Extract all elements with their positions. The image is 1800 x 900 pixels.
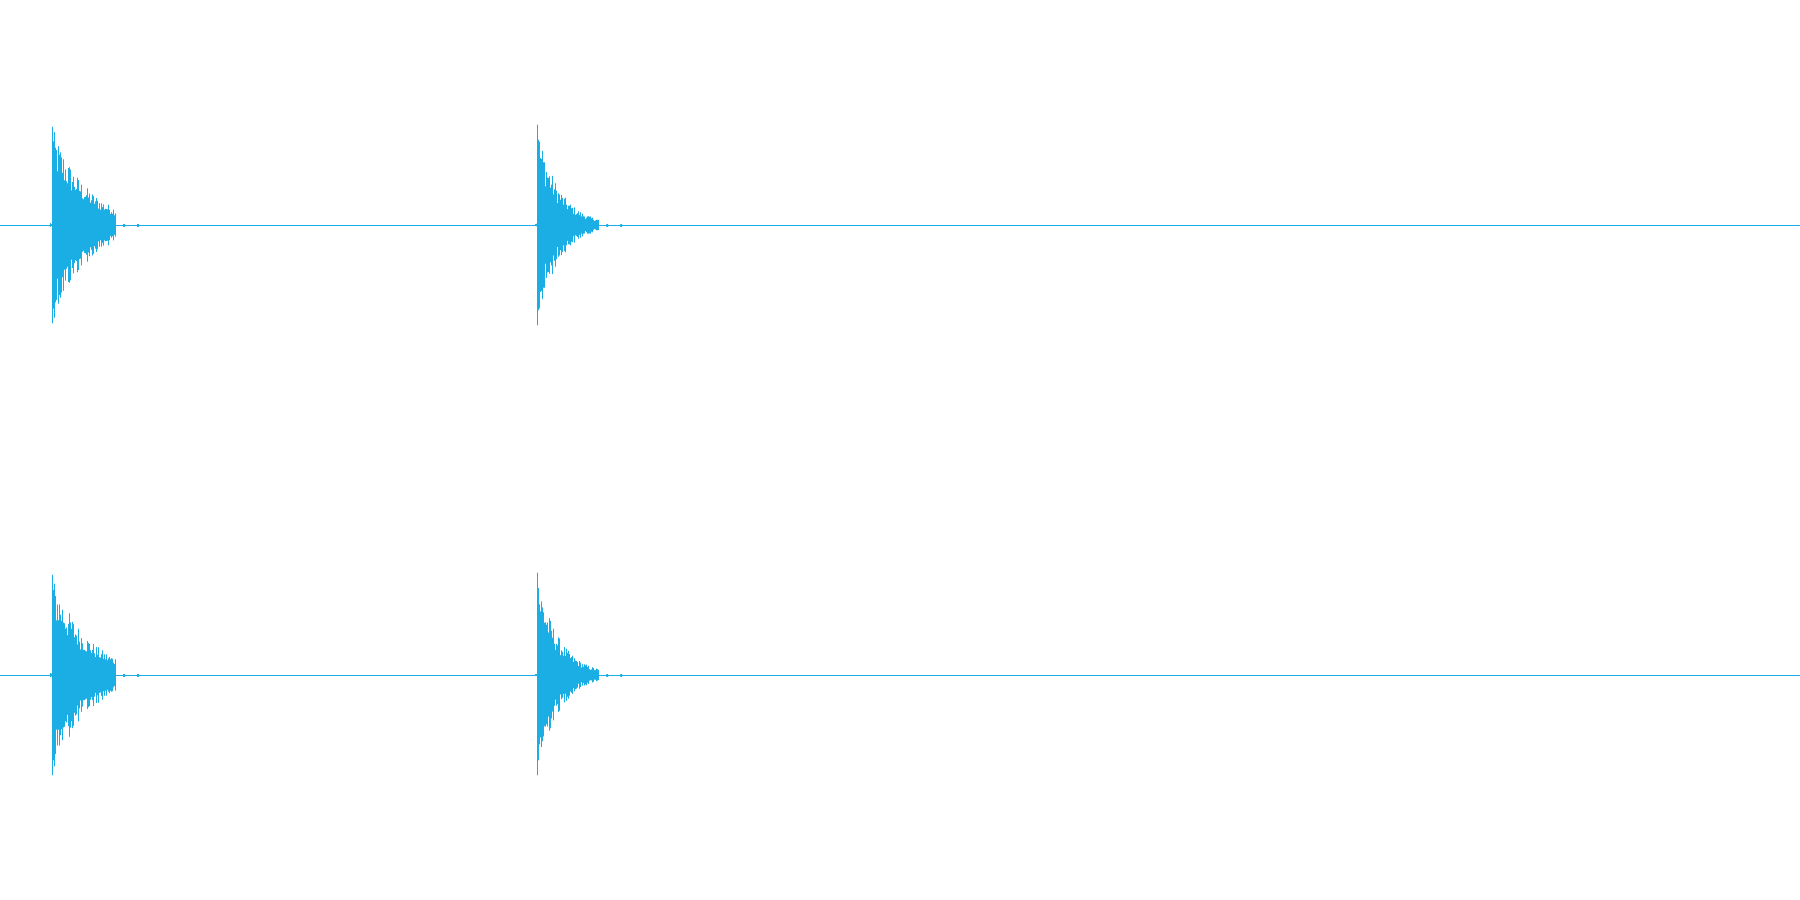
transient-waveform	[535, 572, 599, 776]
channel-2-transient-2	[535, 572, 623, 776]
transient-waveform	[50, 126, 116, 324]
residual-blip	[123, 674, 125, 677]
channel-2-transient-1	[50, 574, 139, 776]
residual-blip	[620, 674, 623, 677]
channel-2	[0, 572, 1800, 776]
channel-1	[0, 124, 1800, 326]
residual-blip	[123, 224, 125, 227]
channel-1-transient-2	[535, 124, 623, 326]
residual-blip	[620, 224, 623, 227]
channel-1-transient-1	[50, 126, 139, 324]
transient-waveform	[535, 124, 599, 326]
residual-blip	[137, 674, 139, 677]
transient-waveform	[50, 574, 116, 776]
residual-blip	[137, 224, 139, 227]
residual-blip	[606, 224, 609, 227]
residual-blip	[606, 674, 609, 677]
